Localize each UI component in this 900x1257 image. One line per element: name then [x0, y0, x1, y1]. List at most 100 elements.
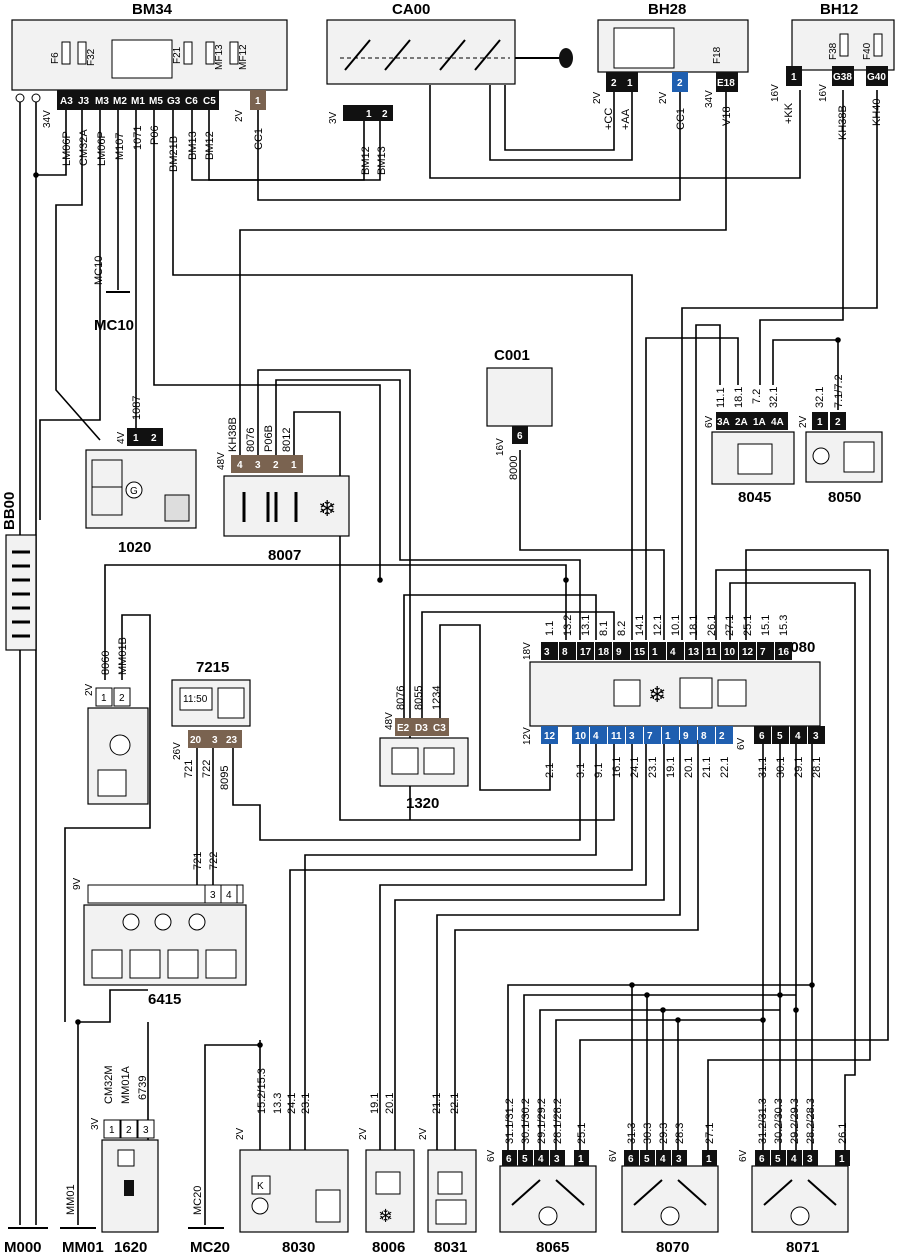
c8071-pin-box: [835, 1150, 850, 1166]
fan-motor-voltage: 2V: [84, 683, 95, 696]
c1320-wire-8055: 8055: [413, 686, 425, 710]
c8080-top-pin: 4: [670, 647, 676, 658]
pin-g3: G3: [167, 96, 181, 107]
c001-title: C001: [494, 347, 530, 364]
bh28-fuse-box[interactable]: BH28 F18 2 1 2 E18 2V 2V 34V +CC +AA CC1…: [592, 1, 749, 130]
flap-linkage-icon: [763, 1179, 793, 1206]
c8065-pin-box: [534, 1150, 549, 1166]
wire-bm13: BM13: [187, 131, 199, 160]
bh28-pin-2b: 2: [677, 78, 683, 89]
bm34-pins: A3 J3 M3 M2 M1 M5 G3 C6 C5 1: [57, 90, 266, 110]
c8080-bottom-pin-box: [790, 726, 807, 744]
c8080-bottom-pin-box: [662, 726, 679, 744]
c6415-air-distribution[interactable]: 9V 721 722 3 4 6415: [72, 852, 247, 1008]
display-icon: [679, 677, 713, 709]
clock-screen-icon: [179, 687, 213, 711]
c8050-fan[interactable]: 2V 32.1 7.1/7.2 1 2 8050: [798, 374, 883, 506]
motor-icon: [812, 447, 830, 465]
blower-motor-unit[interactable]: 2V 8060 MM01B 1 2: [84, 637, 149, 805]
c8070-wire: 28.3: [674, 1123, 686, 1144]
c1320-pin-d3: D3: [415, 723, 428, 734]
c8080-bottom-pin-box: [626, 726, 643, 744]
c8080-bottom-pin: 4: [593, 731, 599, 742]
c001-pin-6: 6: [517, 431, 523, 442]
c8080-bottom-pin: 3: [629, 731, 635, 742]
c1020-alternator[interactable]: 4V 1087 1 2 G 1020: [85, 396, 197, 556]
c7215-title: 7215: [196, 659, 229, 676]
c8080-bottom-pin-box: [541, 726, 558, 744]
ca00-wire-bm12: BM12: [360, 146, 372, 175]
c8080-top-wire: 14.1: [634, 615, 646, 636]
bh12-fuse-box[interactable]: BH12 F38 F40 1 G38 G40 16V 16V +KK KH38B…: [770, 1, 895, 140]
bh28-pin-2: 2: [611, 78, 617, 89]
c8031-temperature-sensor[interactable]: 2V 21.1 22.1 1 2 8031: [418, 1093, 477, 1256]
m000-title: M000: [4, 1239, 42, 1256]
fan-pin-1: 1: [101, 693, 107, 704]
c8080-bottom-wire: 21.1: [701, 757, 713, 778]
c8070-voltage: 6V: [608, 1149, 619, 1162]
c8080-bottom-pin: 5: [777, 731, 783, 742]
c8080-top-wire: 1.1: [544, 621, 556, 636]
c8030-relay-unit[interactable]: 2V 15.2/15.3 13.3 24.1 23.1 3A 1A 1B 3B …: [235, 1068, 349, 1256]
bm34-pin1-voltage: 2V: [234, 109, 245, 122]
wire-1071: 1071: [132, 126, 144, 150]
bh28-volt-a: 2V: [592, 91, 603, 104]
bm34-fuses: F6 F32 F21 MF13 MF12: [50, 39, 249, 79]
bm34-module[interactable]: BM34 F6 F32 F21 MF13 MF12 A3 J3 M3 M2 M1…: [11, 1, 288, 172]
ca00-ignition-switch[interactable]: CA00 1 2 3V BM12 BM13: [326, 1, 573, 175]
c8070-pin: 6: [628, 1154, 634, 1165]
bh12-wire-kh38b: KH38B: [837, 105, 849, 140]
ground-points: M000 MM01 MM01 MC20 MC20: [4, 1184, 230, 1256]
c8080-top-pin-box: [595, 642, 612, 660]
c7215-pin-20: 20: [190, 735, 202, 746]
c8031-voltage: 2V: [418, 1127, 429, 1140]
bh28-wire-cc: +CC: [603, 108, 615, 130]
c8065-pin: 3: [554, 1154, 560, 1165]
c8070-wire: 31.3: [626, 1123, 638, 1144]
c8065-pin-box: [502, 1150, 517, 1166]
bh12-pin-1: 1: [791, 72, 797, 83]
c8080-bottom-pin: 1: [665, 731, 671, 742]
c8070-wire: 27.1: [704, 1123, 716, 1144]
c7215-display[interactable]: 7215 11:50 26V 20 3 23 721 722 8095: [171, 659, 251, 790]
c8070-pin: 3: [676, 1154, 682, 1165]
c8045-title: 8045: [738, 489, 771, 506]
c8080-top-wire: 18.1: [688, 615, 700, 636]
c8050-title: 8050: [828, 489, 861, 506]
pin-a3: A3: [60, 96, 73, 107]
c8080-bottom-pin: 12: [544, 731, 556, 742]
flap-linkage-icon: [633, 1179, 663, 1206]
bb00-battery[interactable]: BB00: [1, 492, 37, 651]
bh28-wire-cc1: CC1: [675, 108, 687, 130]
relay-icon: [111, 39, 173, 79]
c8006-evaporator-sensor[interactable]: 2V 19.1 20.1 1 2 ❄ 8006: [358, 1093, 415, 1256]
fan-pin-2: 2: [119, 693, 125, 704]
junction-dots: [33, 172, 841, 1048]
c8030-wire-13-3: 13.3: [272, 1093, 284, 1114]
c8007-pressure-switch[interactable]: 48V KH38B 8076 P06B 8012 4 3 2 1 ❄ 8007: [216, 417, 350, 564]
thermistor-icon: [437, 1171, 463, 1195]
c1320-engine-ecu[interactable]: 48V 8076 8055 1234 E2 D3 C3 1320: [379, 686, 469, 812]
c8080-top-pin-box: [685, 642, 702, 660]
c8045-actuator[interactable]: 6V 11.1 18.1 7.2 32.1 3A 2A 1A 4A 8045: [704, 387, 795, 506]
pin-m1: M1: [131, 96, 145, 107]
c7215-wire-8095: 8095: [219, 766, 231, 790]
c6415-pin-4: 4: [226, 890, 232, 901]
c8065-pin-box: [518, 1150, 533, 1166]
c001-diagnostic-connector[interactable]: C001 6 16V 8000: [486, 347, 553, 480]
bh12-wire-kh40: KH40: [871, 98, 883, 126]
c1620-sensor[interactable]: 3V CM32M MM01A 6739 1 2 3 1620: [90, 1065, 159, 1256]
bh28-volt-c: 34V: [704, 90, 715, 108]
c8080-bottom-wire: 31.1: [757, 757, 769, 778]
c8080-top-pin-box: [739, 642, 756, 660]
c8080-bottom-wire: 30.1: [775, 757, 787, 778]
wire-lm06p-b: LM06P: [96, 131, 108, 166]
pin-j3: J3: [78, 96, 90, 107]
relay-coil-icon: [251, 1175, 271, 1195]
speed-sensor-icon: [124, 1180, 134, 1196]
c8080-bottom-pin: 6: [759, 731, 765, 742]
